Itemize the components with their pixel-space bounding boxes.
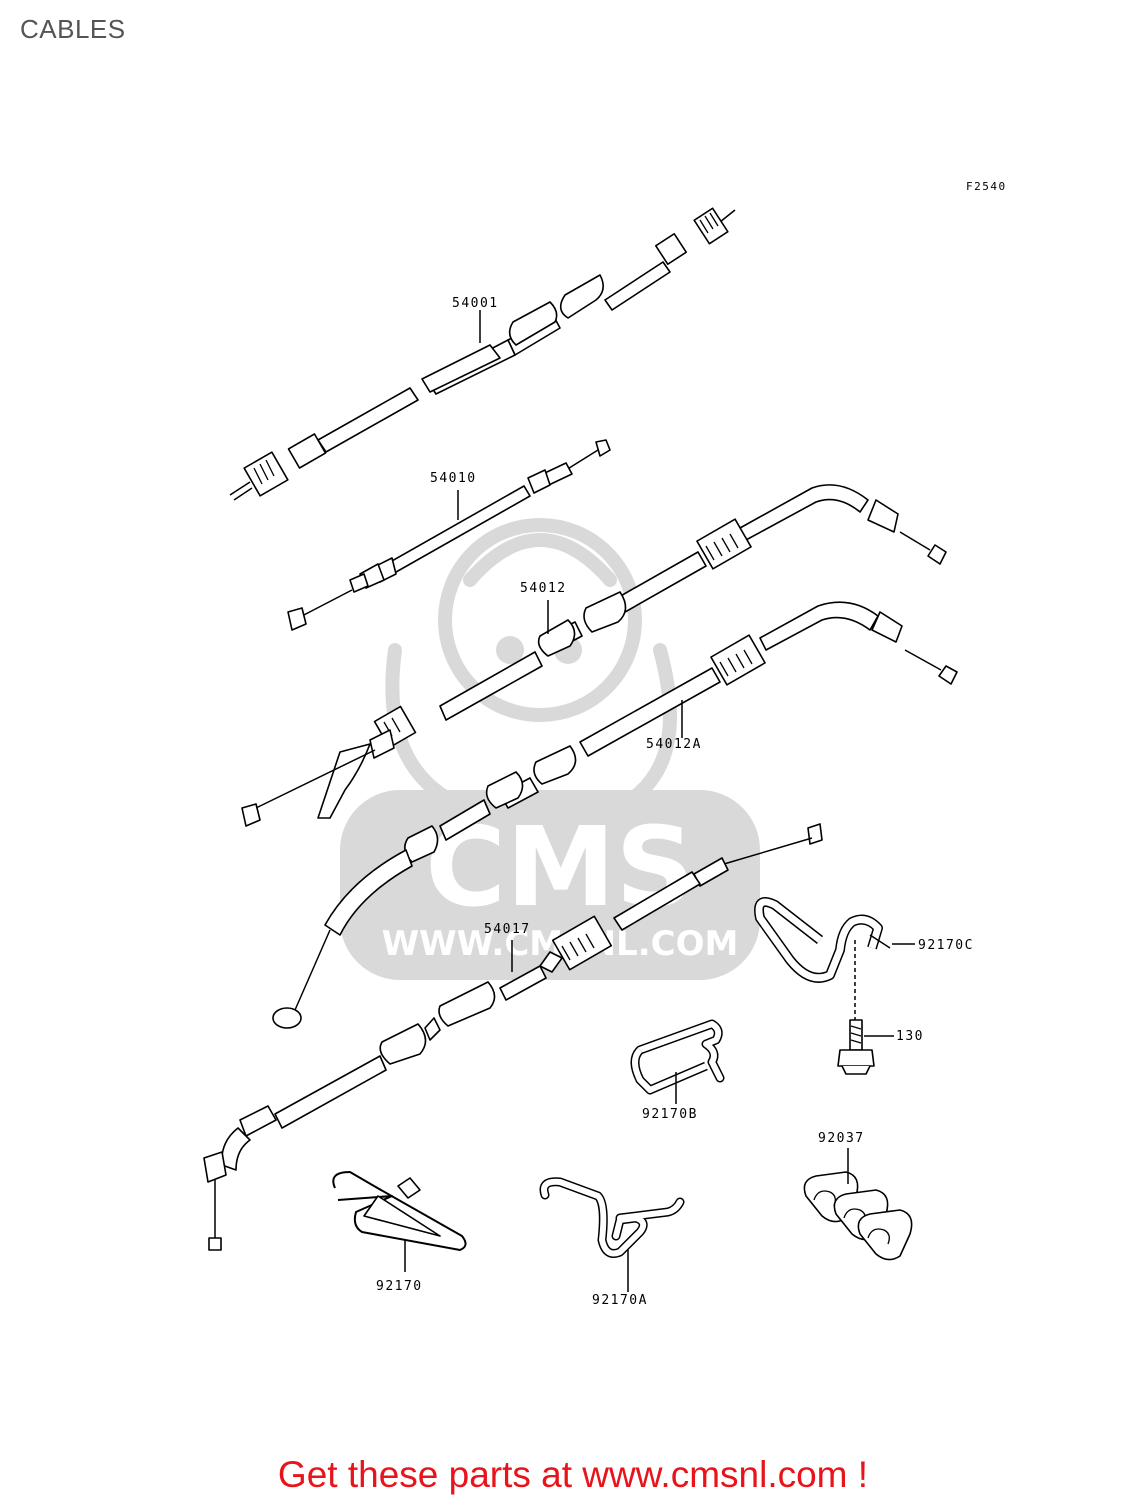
knurled-nut-lower xyxy=(243,451,289,497)
watermark-mascot-helmet xyxy=(463,533,617,587)
clamp-tab xyxy=(397,1177,421,1199)
label-130: 130 xyxy=(896,1029,924,1044)
watermark-mascot-eye-left xyxy=(496,636,524,664)
label-54012a: 54012A xyxy=(646,737,702,752)
part-92170c-clamp[interactable] xyxy=(754,897,915,983)
part-54012-cable[interactable] xyxy=(241,484,947,827)
part-54001-cable[interactable] xyxy=(229,207,736,501)
part-130-bolt[interactable] xyxy=(837,940,894,1075)
cable-end-nipple xyxy=(287,607,307,631)
adjuster-54012 xyxy=(696,518,752,570)
part-54010-cable[interactable] xyxy=(287,439,611,631)
cable-end-fitting xyxy=(203,1151,227,1183)
cable-end-nipple xyxy=(241,803,261,827)
label-92037: 92037 xyxy=(818,1131,865,1146)
cable-end-barrel xyxy=(272,1007,302,1029)
label-92170b: 92170B xyxy=(642,1107,698,1122)
figure-code: F2540 xyxy=(966,180,1007,193)
cable-end-nipple xyxy=(208,1237,222,1251)
watermark-mascot-arm-left xyxy=(385,643,457,807)
watermark-mascot-arm-right xyxy=(623,643,677,807)
part-54017-cable[interactable] xyxy=(203,823,823,1251)
watermark-mascot-head xyxy=(438,518,642,722)
adjuster-54012a xyxy=(710,634,766,686)
part-92037-clamp[interactable] xyxy=(803,1148,913,1261)
part-92170-clamp[interactable] xyxy=(332,1171,467,1272)
label-92170a: 92170A xyxy=(592,1293,648,1308)
part-92170a-clamp[interactable] xyxy=(539,1177,685,1292)
label-92170c: 92170C xyxy=(918,938,974,953)
part-92170b-clamp[interactable] xyxy=(630,1019,725,1104)
label-54001: 54001 xyxy=(452,296,499,311)
label-92170: 92170 xyxy=(376,1279,423,1294)
label-54010: 54010 xyxy=(430,471,477,486)
page-title: CABLES xyxy=(20,14,126,44)
label-54017: 54017 xyxy=(484,922,531,937)
label-54012: 54012 xyxy=(520,581,567,596)
cable-bracket xyxy=(317,743,371,819)
bolt-head xyxy=(837,1049,875,1067)
part-54012a-cable[interactable] xyxy=(272,601,958,1029)
footer-link[interactable]: Get these parts at www.cmsnl.com ! xyxy=(277,1454,869,1495)
